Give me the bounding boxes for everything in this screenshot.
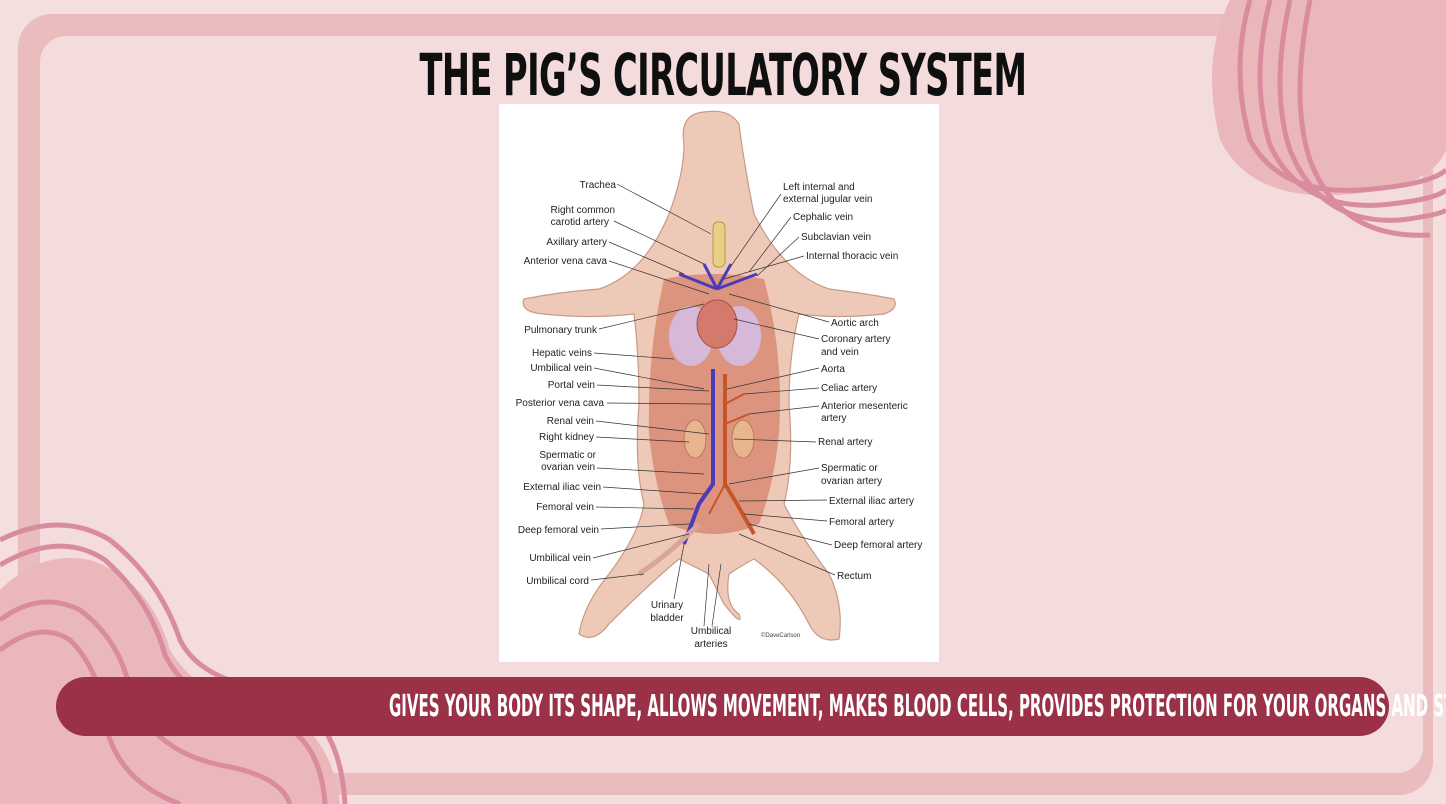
label-renal-vein: Renal vein (547, 416, 594, 427)
label-celiac-artery: Celiac artery (821, 383, 877, 394)
label-aortic-arch: Aortic arch (831, 318, 879, 329)
label-umbilical-vein-lower: Umbilical vein (529, 553, 591, 564)
trachea (712, 221, 726, 268)
summary-text: GIVES YOUR BODY ITS SHAPE, ALLOWS MOVEME… (389, 689, 1446, 724)
aorta (723, 374, 756, 535)
label-jugular-2: external jugular vein (783, 194, 873, 205)
label-right-kidney: Right kidney (539, 432, 594, 443)
decor-swirl-top-right (1212, 0, 1446, 238)
posterior-vena-cava (682, 369, 715, 545)
label-femoral-artery: Femoral artery (829, 517, 894, 528)
label-spermatic-artery-1: Spermatic or (821, 463, 878, 474)
leader-lines-left (590, 183, 712, 581)
label-umbilical-arteries-1: Umbilical (691, 626, 732, 637)
label-deep-femoral-vein: Deep femoral vein (518, 525, 599, 536)
label-internal-thoracic-vein: Internal thoracic vein (806, 251, 898, 262)
label-renal-artery: Renal artery (818, 437, 872, 448)
anterior-veins (678, 263, 758, 291)
leader-lines-right (673, 193, 836, 627)
decor-swirl-bottom-left (0, 522, 348, 804)
label-subclavian-vein: Subclavian vein (801, 232, 871, 243)
illustration-credit: ©DaveCarlson (761, 632, 800, 639)
label-spermatic-vein-2: ovarian vein (541, 462, 595, 473)
label-right-common-2: carotid artery (551, 217, 609, 228)
label-umbilical-arteries-2: arteries (694, 639, 727, 650)
artery-branches (708, 393, 750, 515)
right-kidney (683, 419, 707, 459)
umbilical-cord (637, 522, 701, 577)
page-title: THE PIG’S CIRCULATORY SYSTEM (419, 41, 1028, 109)
label-urinary-2: bladder (650, 613, 684, 624)
label-spermatic-artery-2: ovarian artery (821, 476, 882, 487)
label-anterior-vena-cava: Anterior vena cava (524, 256, 608, 267)
label-urinary-1: Urinary (651, 600, 683, 611)
label-anterior-mesenteric-2: artery (821, 413, 847, 424)
label-femoral-vein: Femoral vein (536, 502, 594, 513)
label-spermatic-vein-1: Spermatic or (539, 450, 596, 461)
label-deep-femoral-artery: Deep femoral artery (834, 540, 922, 551)
label-external-iliac-vein: External iliac vein (523, 482, 601, 493)
label-umbilical-cord: Umbilical cord (526, 576, 589, 587)
label-axillary-artery: Axillary artery (546, 237, 607, 248)
heart (696, 299, 738, 349)
label-coronary-1: Coronary artery (821, 334, 890, 345)
label-external-iliac-artery: External iliac artery (829, 496, 914, 507)
label-coronary-2: and vein (821, 347, 859, 358)
label-portal-vein: Portal vein (548, 380, 595, 391)
label-umbilical-vein: Umbilical vein (530, 363, 592, 374)
label-hepatic-veins: Hepatic veins (532, 348, 592, 359)
label-anterior-mesenteric-1: Anterior mesenteric (821, 401, 908, 412)
summary-banner: GIVES YOUR BODY ITS SHAPE, ALLOWS MOVEME… (56, 677, 1446, 736)
label-trachea: Trachea (580, 180, 617, 191)
label-posterior-vena-cava: Posterior vena cava (516, 398, 605, 409)
label-jugular-1: Left internal and (783, 182, 855, 193)
pig-circulatory-diagram: Trachea Right common carotid artery Axil… (499, 104, 939, 662)
label-rectum: Rectum (837, 571, 871, 582)
label-aorta: Aorta (821, 364, 845, 375)
label-cephalic-vein: Cephalic vein (793, 212, 853, 223)
label-right-common-1: Right common (551, 205, 615, 216)
pig-illustration: Trachea Right common carotid artery Axil… (516, 110, 922, 650)
label-pulmonary-trunk: Pulmonary trunk (524, 325, 598, 336)
